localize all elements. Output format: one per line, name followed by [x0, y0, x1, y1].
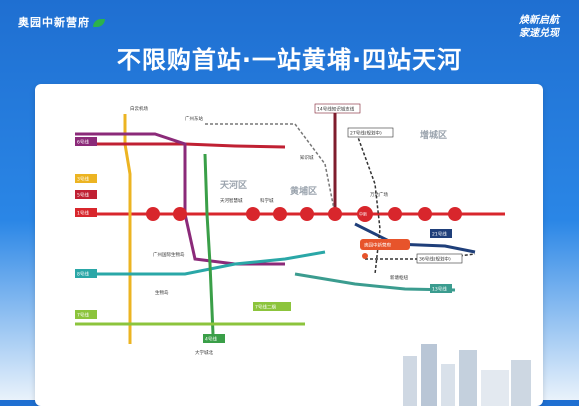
annotation-university-town: 大学城北 — [195, 349, 213, 356]
station-zhongxin — [357, 206, 373, 222]
district-zengcheng: 增城区 — [420, 129, 447, 141]
tag-line27 — [347, 127, 394, 138]
planned-line-path — [205, 123, 336, 215]
project-buildings-illustration — [403, 344, 531, 406]
location-pin-icon — [362, 253, 368, 259]
tag-line7-phase2-label: 7号线二期 — [255, 304, 276, 311]
annotation-bus-hub: 新塘枢纽 — [390, 274, 408, 281]
line27-path — [354, 128, 381, 275]
metro-map: 天河区 黄埔区 增城区 天河智慧城 科学城 知识城 广州国际生物岛 6号线 3号… — [35, 84, 543, 406]
tag-line14-label: 14号线知识城支线 — [317, 106, 355, 113]
station-huangpu-new-port — [273, 207, 287, 221]
project-pin-label: 奥园中新营府 — [364, 242, 391, 249]
tag-line4 — [203, 334, 225, 343]
station-chebei-south — [146, 207, 160, 221]
tag-line5 — [75, 190, 97, 199]
tag-line1-label: 1号线 — [77, 210, 89, 217]
headline: 不限购首站·一站黄埔·四站天河 — [116, 46, 463, 74]
tag-line3 — [75, 174, 97, 183]
building — [441, 364, 455, 406]
line4-path — [203, 153, 215, 335]
station-xintang — [448, 207, 462, 221]
leaf-icon — [93, 19, 105, 27]
tag-line14 — [314, 103, 361, 114]
tag-line5-label: 5号线 — [77, 192, 89, 199]
station-huangpu-square — [328, 207, 342, 221]
station-tangcun — [388, 207, 402, 221]
tag-line3-label: 3号线 — [77, 176, 89, 183]
line3-path — [123, 114, 132, 344]
project-pin — [360, 239, 410, 250]
line8-path — [75, 250, 326, 276]
tag-line6-label: 6号线 — [77, 139, 89, 146]
line5-path — [75, 142, 286, 149]
district-huangpu: 黄埔区 — [290, 185, 317, 197]
tag-line36 — [416, 253, 463, 264]
brand-logo: 奥园中新营府 — [18, 14, 105, 30]
building — [421, 344, 437, 406]
annotation-airport: 白云机场 — [130, 105, 148, 112]
slogan: 焕新启航 家速兑现 — [489, 14, 559, 40]
line21-path — [354, 222, 476, 254]
tag-line7 — [75, 310, 97, 319]
district-tianhe: 天河区 — [220, 179, 247, 191]
tag-line7-phase2 — [253, 302, 291, 311]
tag-line13-label: 13号线 — [432, 286, 447, 293]
tag-line6 — [75, 137, 97, 146]
tag-line8 — [75, 269, 97, 278]
tag-line27-label: 27号线(规划中) — [350, 130, 382, 137]
district-knowledge-city: 知识城 — [300, 154, 314, 161]
slogan-line-1: 焕新启航 — [519, 15, 559, 26]
brand-logo-text: 奥园中新营府 — [18, 16, 90, 29]
tag-line21 — [430, 229, 452, 238]
line6-path — [75, 132, 285, 266]
building — [511, 360, 531, 406]
annotation-biotech-island: 生物岛 — [155, 289, 169, 296]
building — [459, 350, 477, 406]
spacer — [75, 184, 76, 185]
tag-line7-label: 7号线 — [77, 312, 89, 319]
station-zhongxin-label: 中新 — [359, 211, 367, 217]
annotation-guangzhou-east: 广州东站 — [185, 115, 203, 122]
tag-line13 — [430, 284, 452, 293]
building — [481, 370, 509, 406]
district-biotech-island: 广州国际生物岛 — [153, 251, 185, 258]
slogan-line-2: 家速兑现 — [519, 28, 559, 39]
building — [403, 356, 417, 406]
tag-line21-label: 21号线 — [432, 231, 447, 238]
metro-map-svg: 天河区 黄埔区 增城区 天河智慧城 科学城 知识城 广州国际生物岛 6号线 3号… — [75, 103, 505, 356]
tag-line1 — [75, 208, 97, 217]
district-smart-city: 天河智慧城 — [220, 197, 243, 204]
station-guanhu — [418, 207, 432, 221]
annotation-wanda: 万达广场 — [370, 191, 388, 198]
station-zhujiang-newtown — [173, 207, 187, 221]
station-xiangxue — [300, 207, 314, 221]
tag-line4-label: 4号线 — [205, 336, 217, 343]
tag-line36-label: 36号线(规划中) — [419, 256, 451, 263]
station-yuzhu — [246, 207, 260, 221]
tag-line8-label: 8号线 — [77, 271, 89, 278]
district-science-city: 科学城 — [260, 197, 274, 204]
